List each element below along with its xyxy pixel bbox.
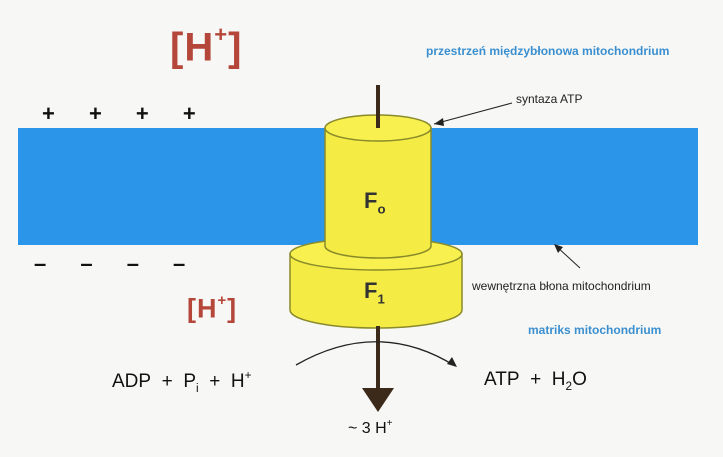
intermembrane-space-label: przestrzeń międzybłonowa mitochondrium (426, 44, 670, 58)
fo-subunit-label: Fo (364, 188, 386, 217)
reaction-arc-arrowhead (447, 357, 457, 367)
synthase-pointer-head (434, 118, 444, 126)
positive-charges: + + + + (42, 101, 210, 126)
inner-membrane-label: wewnętrzna błona mitochondrium (472, 279, 651, 293)
proton-flux-label: ~ 3 H+ (348, 418, 393, 437)
synthase-pointer (433, 102, 513, 125)
reaction-arc-arrow (295, 341, 456, 367)
membrane-pointer-head (554, 244, 563, 253)
f1-subunit-label: F1 (364, 278, 385, 307)
matrix-label: matriks mitochondrium (528, 323, 662, 337)
reaction-substrates: ADP + Pi + H+ (112, 369, 252, 396)
negative-charges: – – – – (34, 251, 200, 276)
reaction-products: ATP + H2O (484, 369, 587, 393)
fo-subunit-shape (324, 114, 432, 259)
proton-arrowhead (362, 388, 394, 412)
proton-concentration-low: [H+] (187, 293, 238, 324)
proton-concentration-high: [H+] (170, 22, 243, 70)
atp-synthase-label: syntaza ATP (516, 92, 583, 106)
